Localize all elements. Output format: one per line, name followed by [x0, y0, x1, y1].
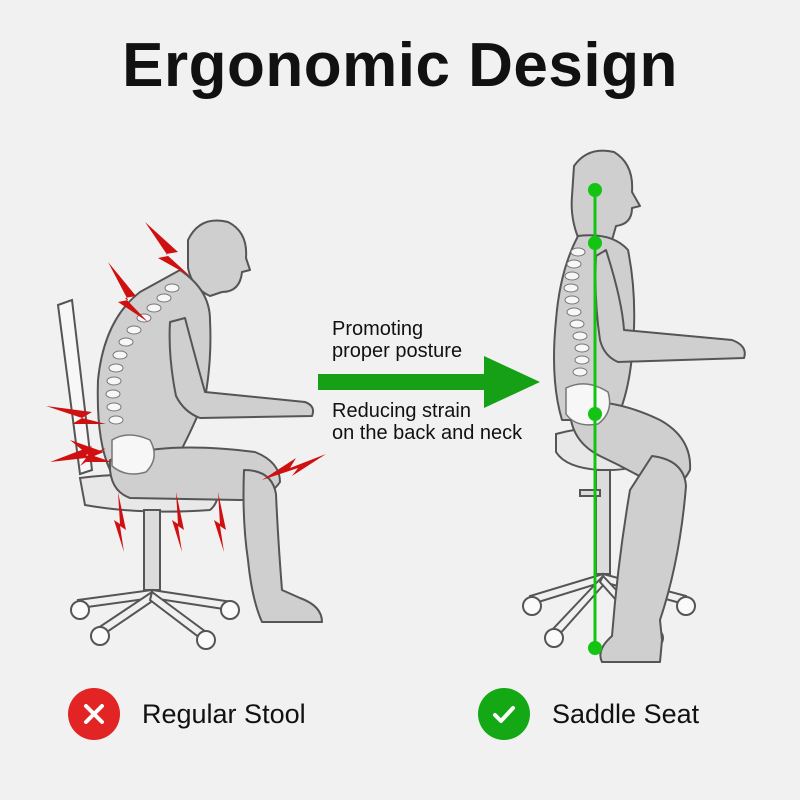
strain-note-line-1: Reducing strain	[332, 400, 471, 422]
saddle-pelvis-bone	[565, 383, 611, 426]
posture-note-line-1: Promoting	[332, 318, 424, 340]
pain-mark-neck	[145, 222, 190, 276]
saddle-seat-label: Saddle Seat	[552, 698, 700, 729]
alignment-point-head	[588, 183, 602, 197]
pelvis-bone	[111, 434, 155, 475]
saddle-lever	[579, 489, 601, 497]
straight-spine	[563, 247, 590, 377]
transition-arrow	[318, 356, 540, 408]
pain-mark-hip	[70, 440, 112, 462]
pain-mark-thigh-1	[114, 492, 126, 552]
regular-stool-verdict: Regular Stool	[68, 688, 306, 740]
alignment-point-shoulder	[588, 236, 602, 250]
saddle-column	[595, 469, 611, 575]
alignment-line	[588, 183, 602, 655]
pain-mark-lower-back-2	[50, 446, 106, 466]
regular-stool-scene	[46, 219, 326, 650]
pain-mark-knee	[262, 454, 326, 480]
check-icon	[478, 688, 530, 740]
chair-base	[76, 588, 234, 640]
curved-spine	[105, 283, 180, 425]
posture-note: Promoting proper posture	[332, 318, 462, 362]
page-title: Ergonomic Design	[122, 31, 678, 100]
strain-note-line-2: on the back and neck	[332, 422, 523, 444]
regular-stool-label: Regular Stool	[142, 698, 306, 729]
pain-mark-thigh-2	[172, 492, 184, 552]
saddle-seat-verdict: Saddle Seat	[478, 688, 699, 740]
pain-mark-lower-back-1	[46, 406, 106, 424]
chair-backrest	[56, 298, 94, 476]
saddle-seat-scene	[522, 149, 746, 663]
slouching-figure	[96, 219, 323, 623]
alignment-point-hip	[588, 407, 602, 421]
chair-column	[143, 509, 161, 591]
pain-mark-thigh-3	[214, 492, 226, 552]
chair-wheels	[70, 600, 240, 650]
pain-marks	[46, 222, 326, 552]
alignment-point-foot	[588, 641, 602, 655]
x-icon	[68, 688, 120, 740]
pain-mark-shoulder	[108, 262, 148, 322]
posture-note-line-2: proper posture	[332, 340, 463, 362]
strain-note: Reducing strain on the back and neck	[332, 400, 522, 444]
